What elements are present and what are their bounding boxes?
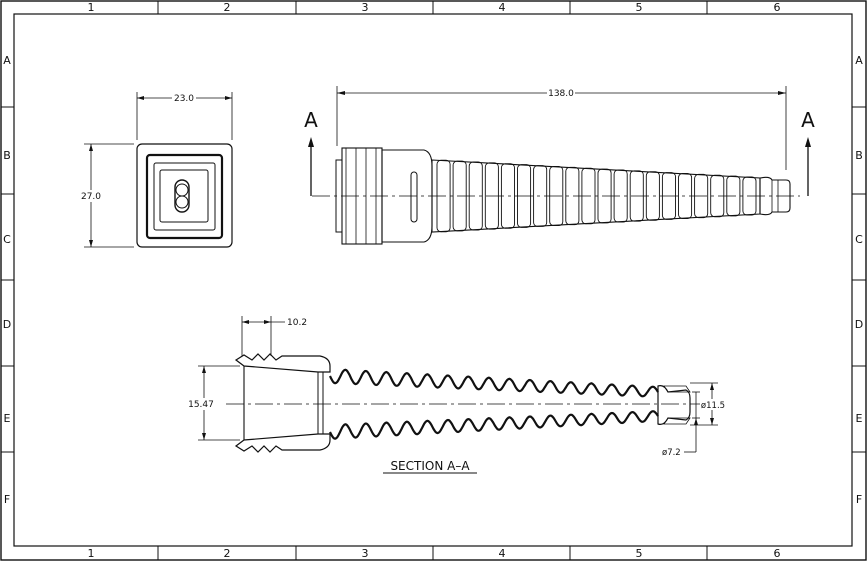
row-label-right: E: [856, 412, 863, 425]
end-view-inner: [153, 162, 216, 231]
row-label-left: F: [4, 493, 10, 506]
section-wall-top: [234, 353, 331, 373]
section-arrow-right: [805, 137, 811, 147]
col-label-bottom: 2: [224, 547, 231, 560]
section-marker-left: A: [304, 108, 318, 132]
row-label-right: C: [855, 233, 863, 246]
col-label-bottom: 4: [499, 547, 506, 560]
col-label-top: 5: [636, 1, 643, 14]
row-label-right: A: [855, 54, 863, 67]
section-wall-bottom: [234, 433, 331, 453]
end-view-width-dim: 23.0: [174, 94, 194, 104]
section-inner-dia-dim: ø7.2: [662, 448, 681, 458]
section-arrow-left: [308, 137, 314, 147]
row-label-right: D: [855, 318, 863, 331]
end-view-bore-lower: [175, 195, 189, 209]
row-label-left: B: [3, 149, 11, 162]
col-label-bottom: 5: [636, 547, 643, 560]
side-view-tip: [759, 176, 791, 216]
col-label-top: 3: [362, 1, 369, 14]
col-label-bottom: 6: [774, 547, 781, 560]
col-label-bottom: 3: [362, 547, 369, 560]
row-label-left: E: [4, 412, 11, 425]
column-labels: 1 2 3 4 5 6 1 2 3 4 5 6: [88, 1, 781, 560]
row-label-right: F: [856, 493, 862, 506]
section-view: 10.2 15.47 ø11.5 ø7.2 SECTION A–A: [186, 316, 726, 474]
section-marker-right: A: [801, 108, 815, 132]
section-bellows-bottom: [329, 410, 659, 440]
col-label-top: 6: [774, 1, 781, 14]
side-view: 138.0 A A: [304, 86, 815, 245]
end-view-bore-upper: [175, 183, 189, 197]
row-label-left: D: [3, 318, 11, 331]
section-bore-dim: 15.47: [188, 400, 214, 410]
end-view-slot: [174, 179, 190, 213]
row-label-left: C: [3, 233, 11, 246]
end-view: 23.0 27.0: [78, 92, 233, 248]
section-lip-dim: 10.2: [287, 318, 307, 328]
section-tip: [657, 385, 691, 425]
section-bellows-top: [328, 368, 659, 398]
end-view-core: [159, 169, 209, 223]
col-label-top: 2: [224, 1, 231, 14]
col-label-top: 1: [88, 1, 95, 14]
row-labels: A B C D E F A B C D E F: [3, 54, 863, 506]
col-label-bottom: 1: [88, 547, 95, 560]
end-view-outline: [136, 143, 233, 248]
side-view-length-dim: 138.0: [548, 89, 574, 99]
col-label-top: 4: [499, 1, 506, 14]
row-label-right: B: [855, 149, 863, 162]
section-outer-dia-dim: ø11.5: [701, 401, 725, 411]
row-label-left: A: [3, 54, 11, 67]
end-view-rim: [145, 153, 224, 240]
section-title: SECTION A–A: [390, 459, 470, 473]
end-view-height-dim: 27.0: [81, 192, 101, 202]
